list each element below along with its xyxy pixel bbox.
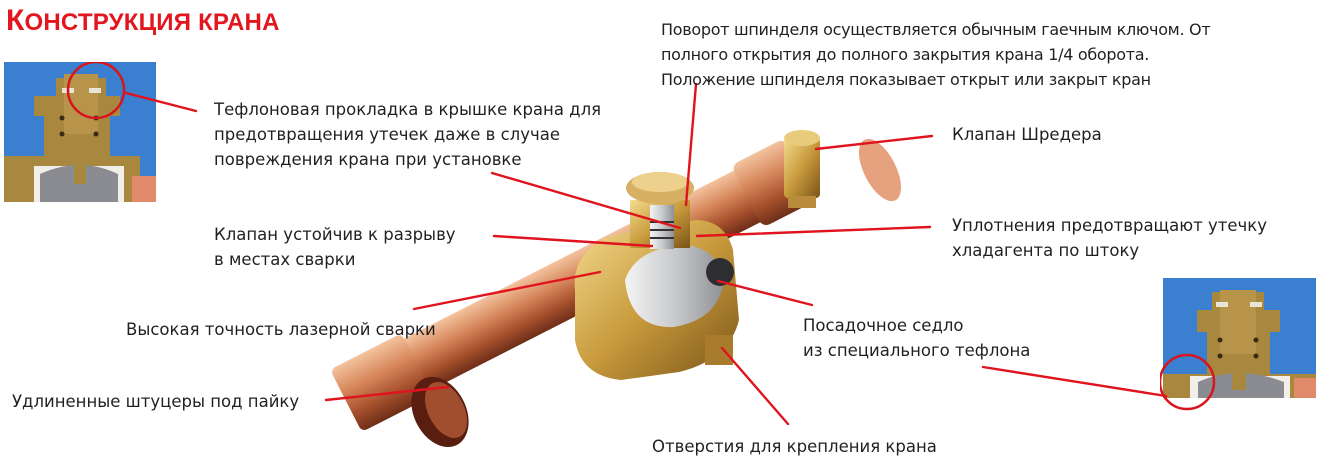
label-teflon-gasket: Тефлоновая прокладка в крышке крана для … [214, 100, 602, 169]
label-laser-welding: Высокая точность лазерной сварки [126, 320, 436, 339]
label-spindle: Поворот шпинделя осуществляется обычным … [661, 20, 1211, 89]
title-rest: ОНСТРУКЦИЯ КРАНА [24, 9, 280, 36]
label-schrader-valve: Клапан Шредера [952, 125, 1102, 144]
cap-gasket-detail-image [4, 62, 156, 202]
label-seat: Посадочное седло из специального тефлона [803, 316, 1031, 360]
seat-detail-image [1160, 278, 1316, 411]
schrader-cap [784, 130, 820, 208]
title-initial: К [6, 4, 25, 37]
page-title: КОНСТРУКЦИЯ КРАНА [6, 4, 280, 38]
label-extended-fittings: Удлиненные штуцеры под пайку [12, 392, 300, 411]
label-stem-seals: Уплотнения предотвращают утечку хладаген… [952, 216, 1267, 260]
label-mounting-holes: Отверстия для крепления крана [652, 437, 937, 456]
leader-lines [124, 82, 1168, 426]
label-burst-resistant: Клапан устойчив к разрыву в местах сварк… [214, 225, 456, 269]
copper-pipe [332, 140, 814, 430]
